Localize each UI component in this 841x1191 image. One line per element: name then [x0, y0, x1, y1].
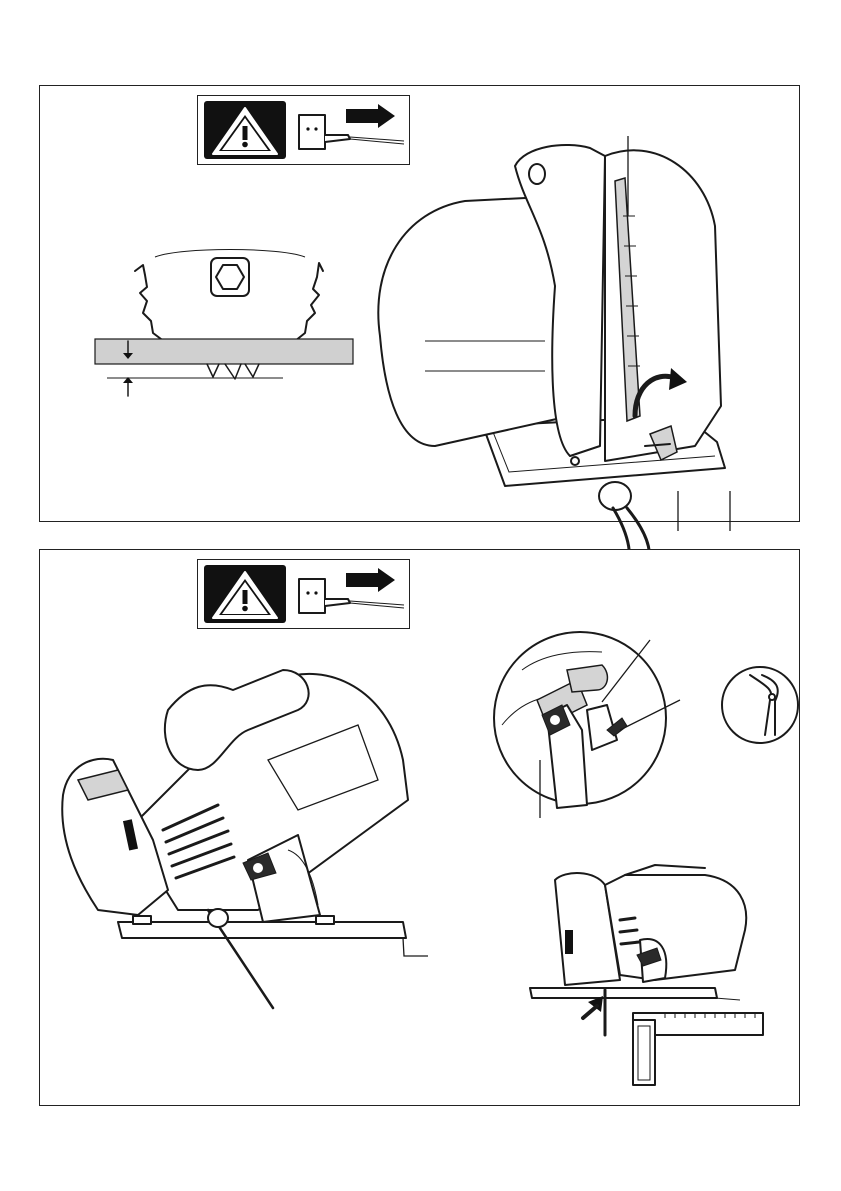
bevel-detail-magnifier	[492, 630, 672, 815]
depth-adjust-lever-illustration	[365, 116, 745, 526]
bevel-angle-side-view	[58, 660, 438, 1010]
figure-panel-cutting-depth	[39, 85, 800, 522]
warning-notice-box	[197, 559, 410, 629]
unplug-power-cord-icon	[198, 560, 411, 630]
saw-blade-depth-diagram	[95, 251, 365, 391]
pliers-icon	[720, 665, 800, 745]
figure-panel-bevel-angle	[39, 549, 800, 1106]
square-check-illustration	[525, 860, 755, 1100]
